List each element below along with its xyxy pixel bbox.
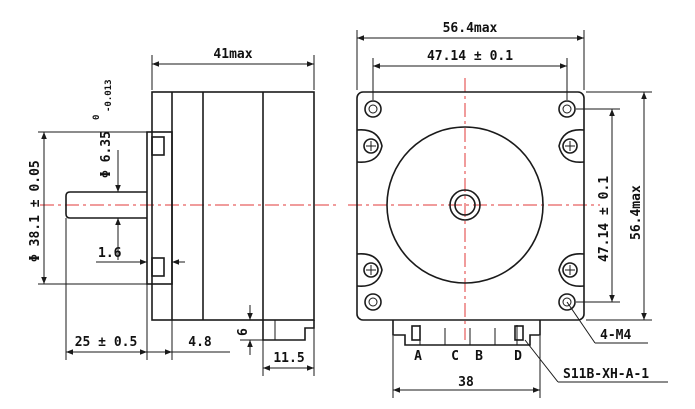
- front-body-circle: [386, 126, 544, 284]
- pin-label-b: B: [475, 349, 483, 364]
- dim-boss-dia: Φ 38.1 ± 0.05: [28, 160, 43, 262]
- dim-hole-spacing-v: 47.14 ± 0.1: [597, 176, 612, 262]
- shaft: [65, 191, 147, 219]
- callout-connector-model: S11B-XH-A-1: [563, 367, 649, 382]
- pin-label-a: A: [414, 349, 422, 364]
- front-view: A C B D 56.4max 47.14 ± 0.1 47.14 ± 0.1 …: [348, 21, 668, 398]
- pin-label-c: C: [451, 349, 459, 364]
- dim-frame-height: 56.4max: [629, 185, 644, 240]
- shaft-circle-inner: [454, 194, 476, 216]
- boss-notch-bottom: [151, 257, 165, 277]
- callout-mount-holes: 4-M4: [600, 328, 631, 343]
- side-view: 41max Φ 6.35 0 -0.013 Φ 38.1 ± 0.05 1.6 …: [28, 47, 340, 376]
- dim-connector-depth: 11.5: [273, 351, 304, 366]
- mount-lobes: [356, 129, 585, 287]
- dim-boss-length: 4.8: [188, 335, 212, 350]
- dim-flange-thickness: 1.6: [98, 246, 122, 261]
- pin-label-d: D: [514, 349, 522, 364]
- dim-side-length: 41max: [213, 47, 252, 62]
- dim-frame-width: 56.4max: [443, 21, 498, 36]
- motor-body: [151, 91, 315, 321]
- dim-shaft-length: 25 ± 0.5: [75, 335, 138, 350]
- rear-connector: [262, 320, 315, 341]
- corner-holes: [364, 100, 576, 311]
- dim-connector-height: 6: [236, 328, 251, 336]
- front-frame: [356, 91, 585, 321]
- dim-connector-width: 38: [458, 375, 474, 390]
- dim-hole-spacing-h: 47.14 ± 0.1: [427, 49, 513, 64]
- dim-shaft-tol-lower: -0.013: [104, 79, 114, 112]
- front-connector: [392, 320, 541, 346]
- boss-notch-top: [151, 136, 165, 156]
- dim-shaft-dia: Φ 6.35: [99, 131, 114, 178]
- dim-shaft-tol-upper: 0: [92, 115, 102, 120]
- front-flange: [146, 131, 173, 285]
- shaft-circle-outer: [449, 189, 481, 221]
